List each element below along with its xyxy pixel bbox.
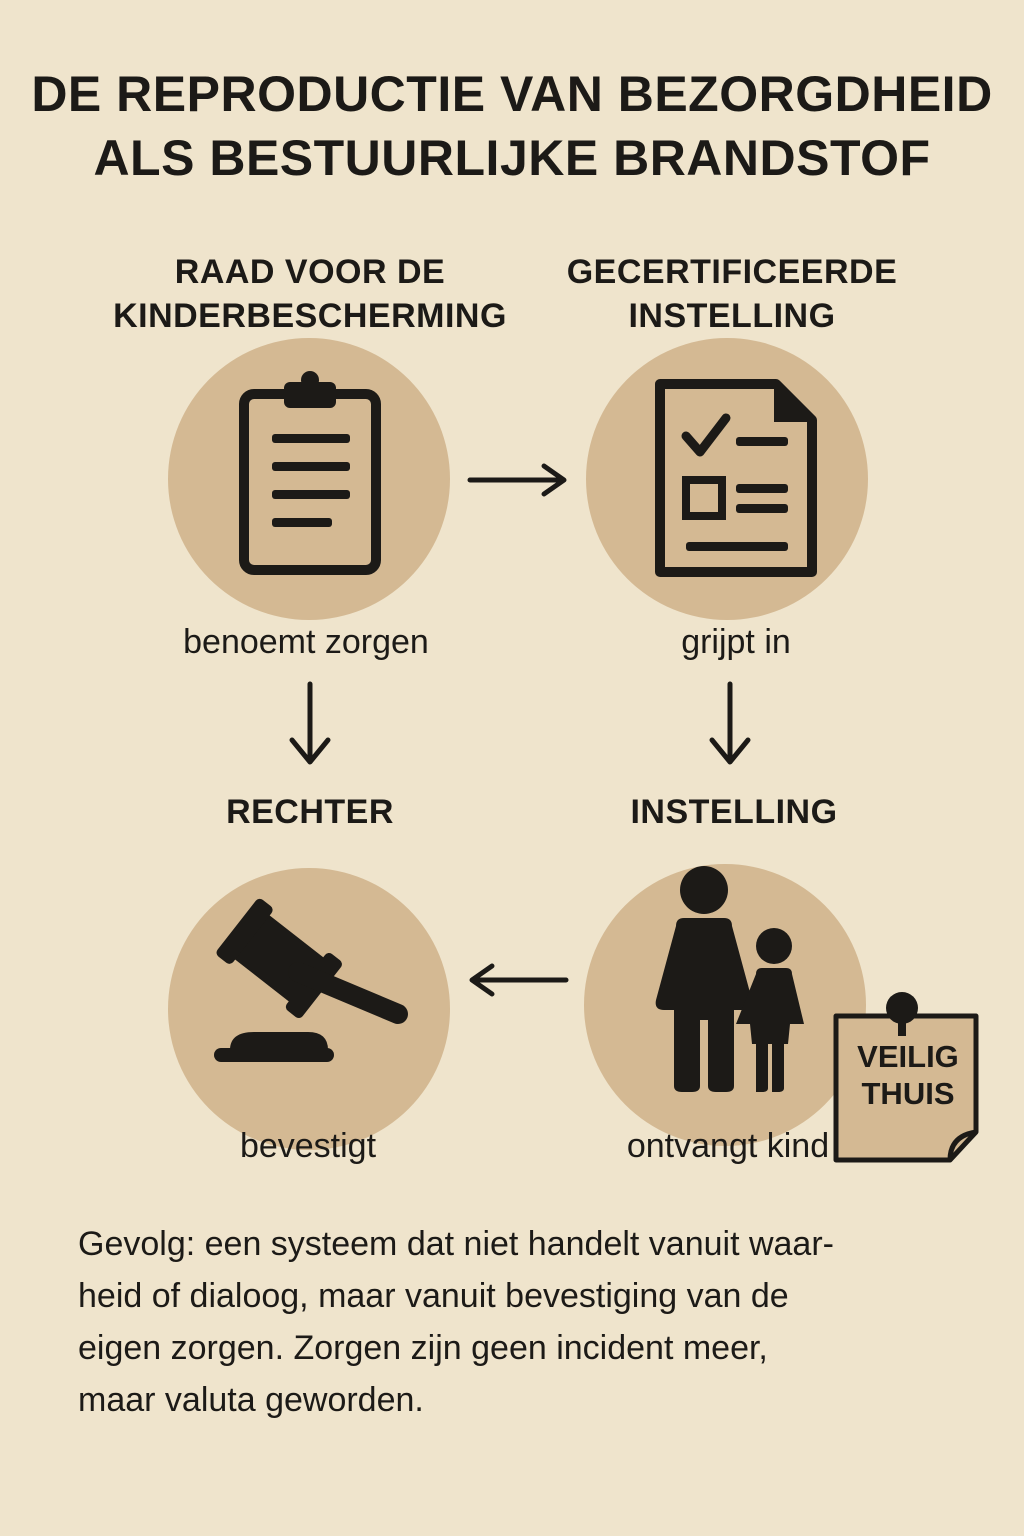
gavel-icon — [214, 898, 408, 1062]
arrow-left-icon — [469, 963, 569, 997]
adult-child-icon — [655, 866, 804, 1092]
clipboard-icon — [239, 371, 381, 575]
arrow-right-icon — [467, 463, 567, 497]
checklist-document-icon — [655, 379, 817, 577]
rechter-caption: bevestigt — [239, 1127, 377, 1165]
page-title: DE REPRODUCTIE VAN BEZORGDHEID ALS BESTU… — [0, 62, 1024, 190]
gecertificeerde-label: GECERTIFICEERDE INSTELLING — [512, 250, 952, 338]
arrow-down-icon — [289, 681, 331, 765]
consequence-line-4: maar valuta geworden. — [78, 1381, 424, 1419]
consequence-text: Gevolg: een systeem dat niet handelt van… — [78, 1218, 958, 1426]
gecertificeerde-label-line-1: GECERTIFICEERDE — [566, 253, 898, 291]
gecertificeerde-circle — [586, 338, 868, 620]
raad-label: RAAD VOOR DE KINDERBESCHERMING — [90, 250, 530, 338]
gecertificeerde-caption: grijpt in — [681, 623, 791, 661]
note-line-1: VEILIG — [857, 1039, 959, 1074]
raad-caption: benoemt zorgen — [183, 623, 429, 661]
raad-circle — [168, 338, 450, 620]
veilig-thuis-note: VEILIG THUIS — [826, 990, 986, 1165]
rechter-label: RECHTER — [226, 793, 394, 831]
raad-label-line-1: RAAD VOOR DE — [174, 253, 446, 291]
gecertificeerde-label-line-2: INSTELLING — [628, 297, 836, 335]
pinned-note-icon — [833, 992, 979, 1163]
note-line-2: THUIS — [861, 1076, 955, 1111]
title-line-1: DE REPRODUCTIE VAN BEZORGDHEID — [31, 66, 993, 122]
consequence-line-1: Gevolg: een systeem dat niet handelt van… — [78, 1225, 834, 1263]
instelling-caption: ontvangt kind — [626, 1127, 830, 1165]
instelling-label: INSTELLING — [630, 793, 838, 831]
arrow-down-icon — [709, 681, 751, 765]
consequence-line-2: heid of dialoog, maar vanuit bevestiging… — [78, 1277, 789, 1315]
rechter-circle — [168, 868, 450, 1150]
consequence-line-3: eigen zorgen. Zorgen zijn geen incident … — [78, 1329, 768, 1367]
raad-label-line-2: KINDERBESCHERMING — [113, 297, 507, 335]
instelling-circle — [584, 864, 866, 1146]
title-line-2: ALS BESTUURLIJKE BRANDSTOF — [93, 130, 931, 186]
veilig-thuis-text: VEILIG THUIS — [838, 1038, 978, 1112]
